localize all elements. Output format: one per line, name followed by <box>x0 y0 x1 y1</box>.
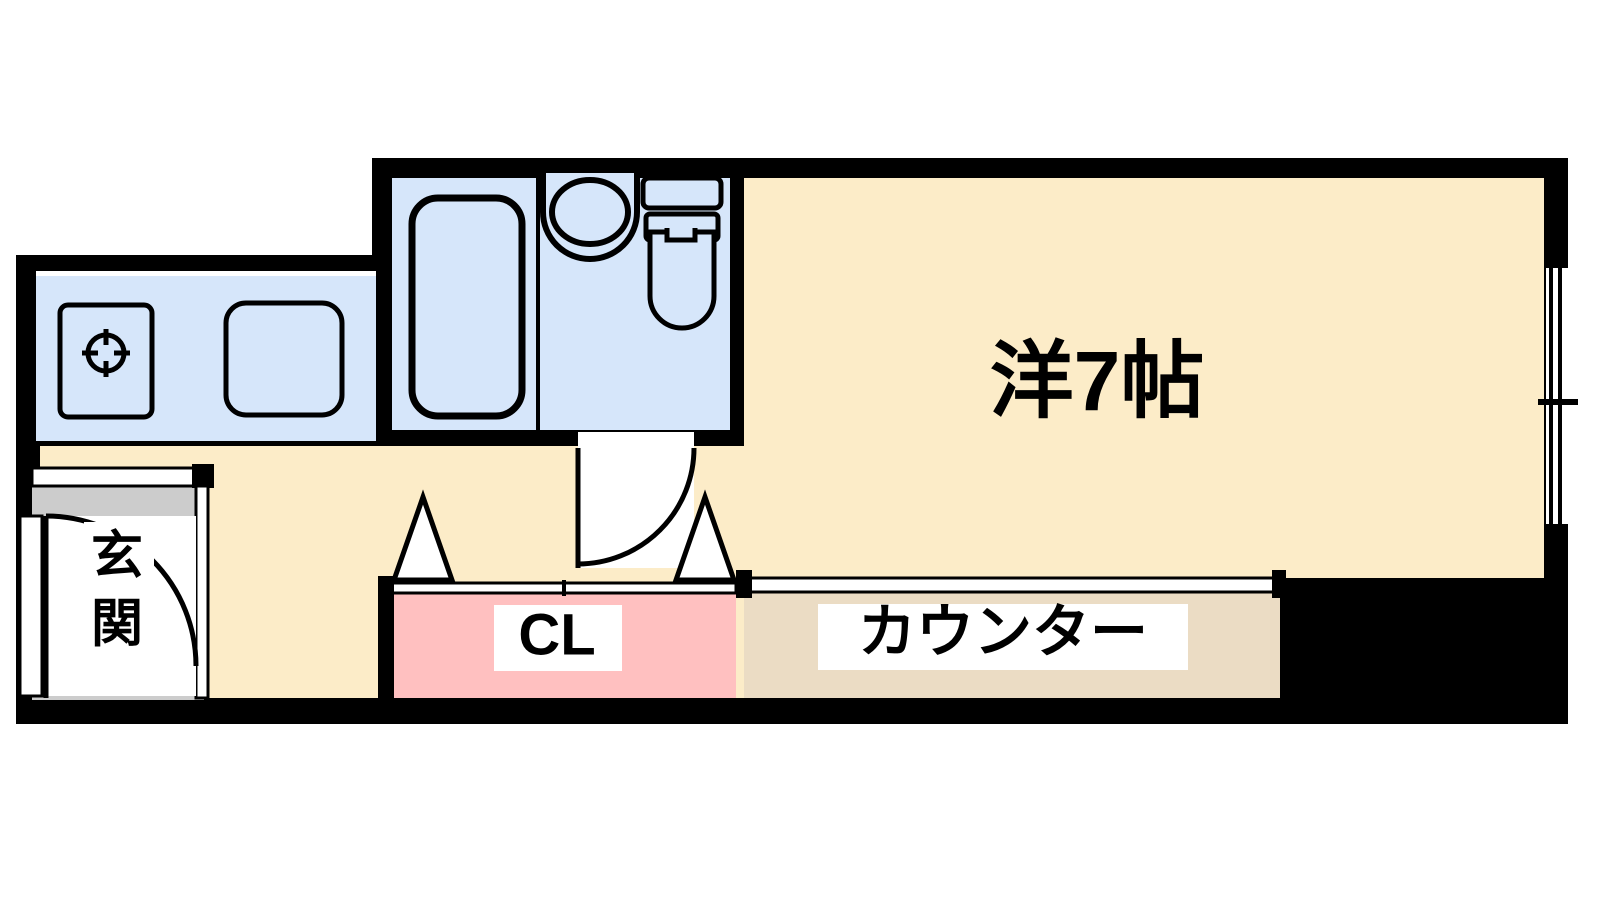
entrance-step-sill <box>30 466 206 488</box>
balcony-window[interactable] <box>1538 268 1578 524</box>
floor-room-link <box>744 556 1284 580</box>
kitchen-sink-icon <box>223 300 345 418</box>
unit-bath-fixtures <box>408 167 724 430</box>
counter-label-bg <box>818 604 1188 670</box>
toilet-tank-icon <box>640 175 724 211</box>
closet-cl[interactable]: CL <box>390 489 738 698</box>
entrance-label-char2: 関 <box>91 596 143 654</box>
kitchen-fixtures <box>36 271 376 420</box>
entrance-label-bg <box>84 522 154 672</box>
bath-door-swing-arc <box>577 447 697 567</box>
wall-bottom <box>16 698 1568 724</box>
entrance-area[interactable]: 玄 関 <box>18 464 214 700</box>
toilet-bowl-icon <box>647 229 717 331</box>
washbasin-bowl-icon <box>549 177 631 247</box>
entrance-opening-frame <box>18 514 44 698</box>
bathtub-icon <box>408 194 526 420</box>
kitchen-top-trim <box>36 271 376 276</box>
entrance-jamb-post <box>192 464 214 488</box>
entrance-label-char1: 玄 <box>91 528 143 586</box>
entrance-right-frame <box>194 484 210 700</box>
toilet-notch-icon <box>664 228 698 243</box>
main-room-label: 洋7帖 <box>990 334 1205 428</box>
wall-details <box>378 570 1286 698</box>
counter-label: カウンター <box>858 599 1148 664</box>
closet-label-bg <box>494 605 622 671</box>
closet-label: CL <box>518 602 595 667</box>
wall-nub-closet-left <box>378 576 394 698</box>
wall-nub-counter-left <box>736 570 752 598</box>
main-room-label-group: 洋7帖 <box>968 334 1230 430</box>
counter-edge-band <box>742 576 1282 594</box>
bath-door[interactable] <box>575 432 697 568</box>
wall-nub-counter-right <box>1272 570 1286 598</box>
bath-door-threshold <box>578 432 694 448</box>
counter-area: カウンター <box>742 576 1282 698</box>
main-room-label-bg <box>968 338 1230 430</box>
closet-folding-door-left-icon <box>390 489 456 583</box>
closet-folding-door-right-icon <box>672 489 738 583</box>
